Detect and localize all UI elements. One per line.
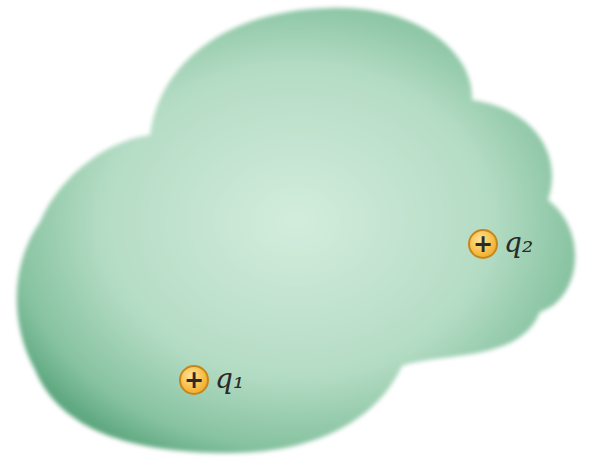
gaussian-surface	[17, 8, 575, 453]
charge-label: q₂	[504, 229, 533, 257]
charge-label: q₁	[215, 365, 244, 393]
charge-sign: +	[181, 367, 207, 393]
charge-sign: +	[470, 231, 496, 257]
point-charge: +q₁	[179, 365, 209, 395]
point-charge: +q₂	[468, 229, 498, 259]
